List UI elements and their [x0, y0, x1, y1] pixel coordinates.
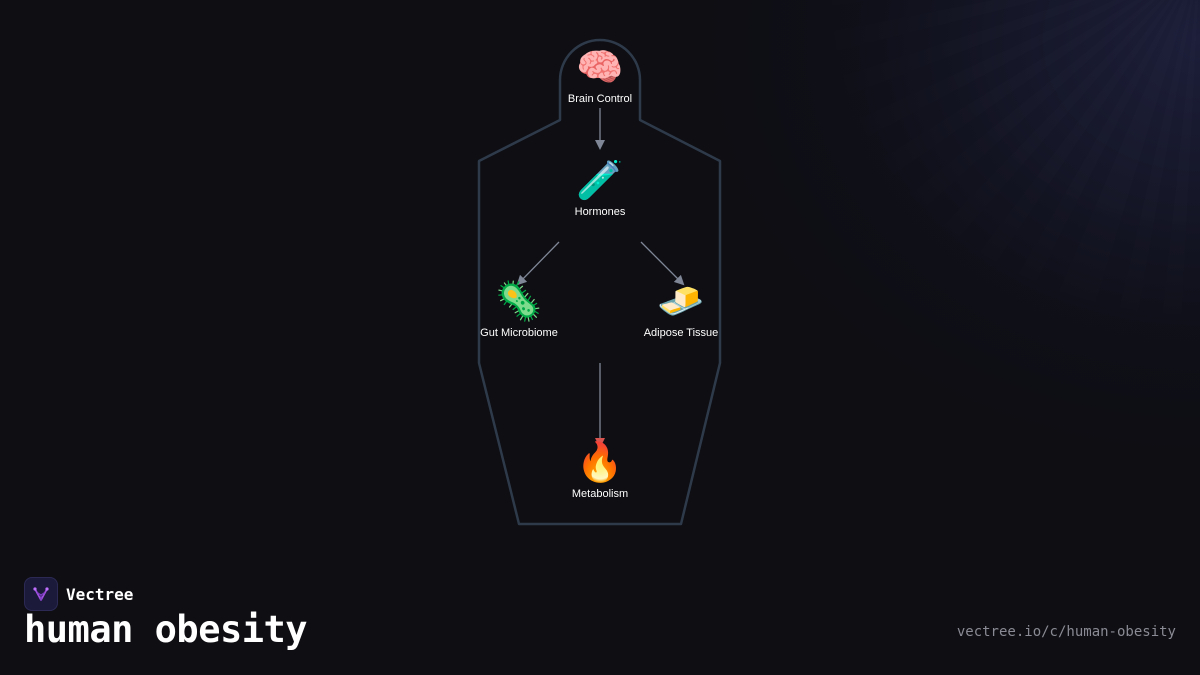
page-title: human obesity: [24, 608, 308, 651]
brand[interactable]: Vectree: [24, 577, 133, 611]
test-tube-icon: 🧪: [576, 160, 624, 202]
node-hormones[interactable]: 🧪 Hormones: [520, 158, 680, 218]
node-label: Metabolism: [571, 488, 629, 500]
brand-name: Vectree: [66, 584, 134, 604]
node-adipose-tissue[interactable]: 🧈 Adipose Tissue: [601, 279, 761, 339]
node-label: Adipose Tissue: [643, 327, 719, 339]
node-label: Gut Microbiome: [480, 327, 558, 339]
microbe-icon: 🦠: [495, 281, 543, 323]
edge-hormones-adipose: [640, 241, 685, 286]
vectree-logo-icon: [24, 577, 58, 611]
page-url[interactable]: vectree.io/c/human-obesity: [956, 624, 1176, 640]
node-label: Brain Control: [567, 93, 633, 105]
fire-icon: 🔥: [576, 442, 624, 484]
node-label: Hormones: [574, 206, 626, 218]
node-brain-control[interactable]: 🧠 Brain Control: [520, 45, 680, 105]
brain-icon: 🧠: [576, 47, 624, 89]
edge-hormones-gut: [516, 241, 560, 286]
node-gut-microbiome[interactable]: 🦠 Gut Microbiome: [439, 279, 599, 339]
node-metabolism[interactable]: 🔥 Metabolism: [520, 440, 680, 500]
body-silhouette-outline: [477, 38, 722, 526]
butter-icon: 🧈: [657, 281, 705, 323]
